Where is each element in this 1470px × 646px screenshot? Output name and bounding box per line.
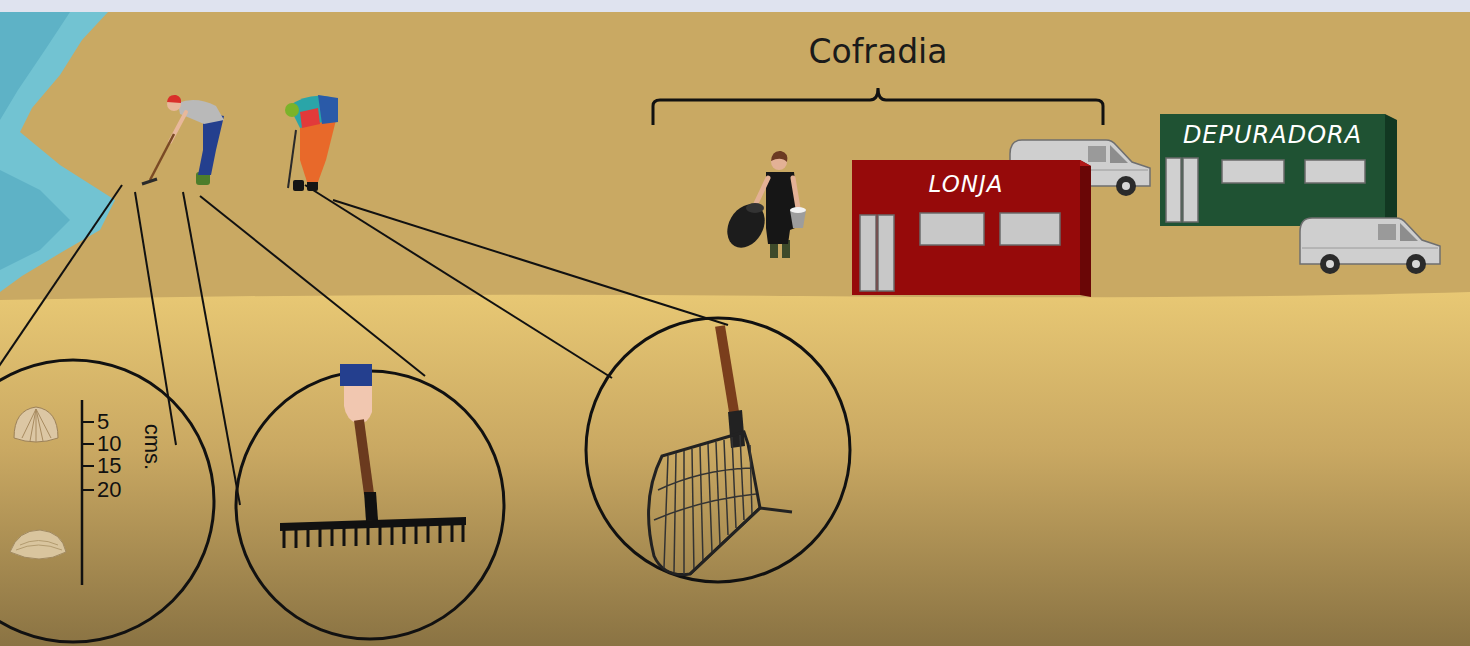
door — [878, 215, 894, 291]
zoom-circle — [586, 318, 850, 582]
van-front-depuradora — [1300, 218, 1440, 274]
harvester-netting — [285, 95, 338, 191]
boot — [293, 180, 304, 191]
leader-line — [135, 192, 176, 445]
window — [1222, 160, 1284, 183]
net-handle — [288, 130, 296, 188]
hair — [771, 151, 787, 162]
sleeve — [340, 364, 372, 386]
arm — [793, 178, 798, 208]
leader-line — [305, 185, 612, 378]
shell-depth-scale — [10, 400, 94, 585]
net-mesh — [654, 435, 756, 574]
sea-shade — [0, 12, 70, 270]
hand — [344, 386, 372, 424]
bucket-catch — [790, 207, 806, 213]
building-name: LONJA — [852, 172, 1080, 197]
sea — [0, 12, 115, 292]
scale-number: 15 — [97, 454, 121, 478]
leader-line — [0, 185, 122, 372]
scale-unit: cms. — [140, 424, 164, 470]
cockle-ribs — [22, 409, 51, 442]
rake-head — [280, 517, 466, 531]
scale-tick — [82, 443, 94, 445]
circle-outline — [0, 360, 214, 642]
rake-handle — [359, 420, 369, 494]
group-label: Cofradia — [809, 34, 948, 70]
depuradora-side-wall — [1385, 114, 1397, 226]
leader-line — [183, 192, 240, 505]
head — [285, 103, 299, 117]
cockle-shell — [14, 407, 58, 442]
zoom-circle — [236, 371, 504, 639]
rake-tool — [280, 364, 466, 548]
scale-number: 5 — [97, 410, 109, 434]
scale-axis — [81, 400, 84, 585]
upper-sand — [0, 12, 1470, 302]
harvester-raking — [142, 95, 224, 185]
net-socket — [728, 410, 745, 448]
leader-line — [333, 200, 728, 325]
net-basket — [649, 432, 760, 575]
top-sky-strip — [0, 0, 1470, 12]
net-handle — [720, 326, 735, 418]
jacket-patch — [318, 95, 338, 124]
net-lip — [690, 508, 792, 574]
window — [920, 213, 984, 245]
sack-rim — [746, 203, 764, 213]
rake-socket — [364, 492, 378, 521]
lonja-side-wall — [1080, 160, 1091, 297]
shell-depth-circle: 5101520 cms. — [0, 358, 216, 644]
net-rake-tool — [649, 326, 792, 575]
rake-handle — [150, 134, 174, 180]
sack — [720, 198, 772, 255]
jacket-patch — [300, 108, 320, 128]
door — [860, 215, 876, 291]
scale-tick — [82, 421, 94, 423]
depuradora-building: DEPURADORA — [1160, 114, 1385, 226]
cofradia-bracket — [653, 88, 1103, 125]
clam-shell — [10, 530, 66, 559]
clam-lines — [16, 541, 62, 551]
window — [1305, 160, 1365, 183]
scale-number: 20 — [97, 478, 121, 502]
scale-tick — [82, 489, 94, 491]
scale-number: 10 — [97, 432, 121, 456]
rake-head — [142, 179, 157, 184]
trousers — [300, 120, 336, 182]
building-name: DEPURADORA — [1160, 122, 1385, 148]
scale-tick — [82, 465, 94, 467]
leader-line — [200, 196, 425, 376]
rake-teeth — [284, 524, 463, 548]
door — [1166, 158, 1181, 222]
lonja-building: LONJA — [852, 160, 1080, 295]
lower-sand — [0, 292, 1470, 646]
woman-carrying-catch — [720, 151, 806, 258]
window — [1000, 213, 1060, 245]
door — [1183, 158, 1198, 222]
cap — [167, 95, 181, 103]
